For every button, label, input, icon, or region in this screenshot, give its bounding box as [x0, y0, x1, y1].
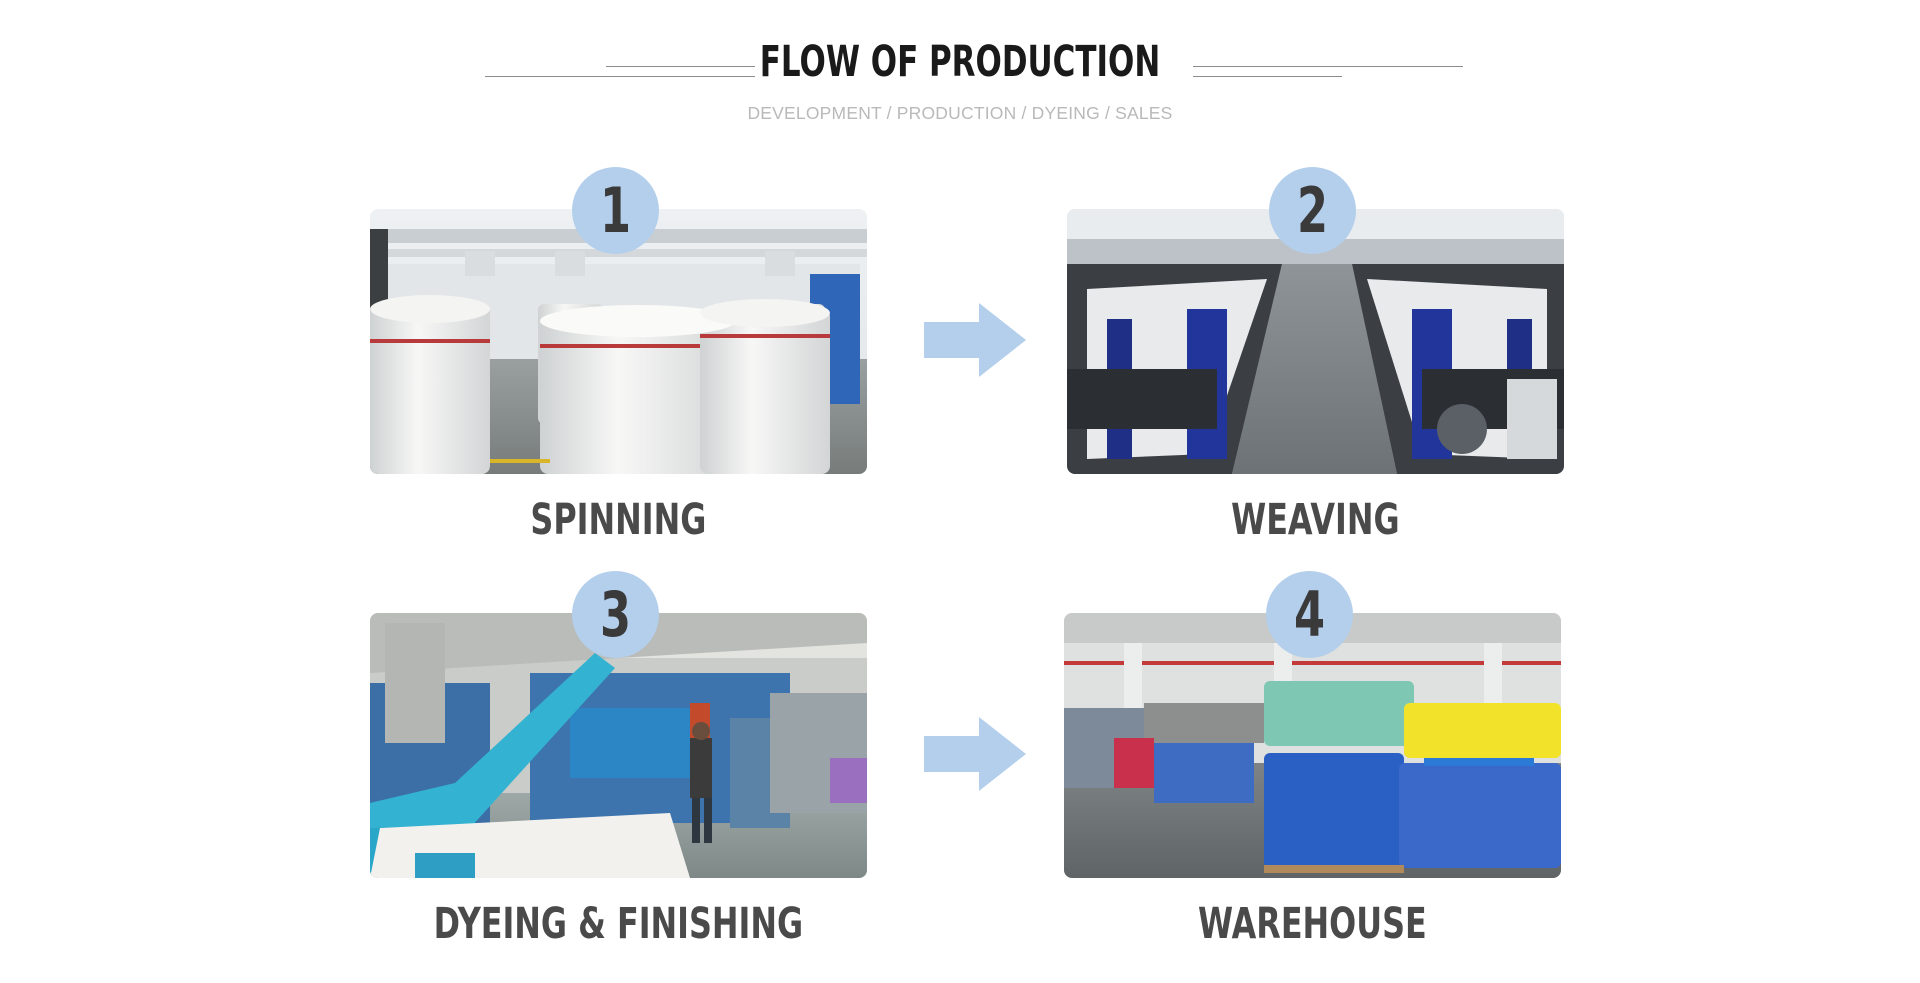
step-label-spinning: SPINNING: [530, 495, 707, 545]
step-label-weaving: WEAVING: [1231, 495, 1400, 545]
arrow-right-icon: [924, 303, 1026, 377]
step-number-badge-2: 2: [1269, 167, 1356, 254]
step-number-1: 1: [599, 173, 632, 247]
step-number-2: 2: [1296, 173, 1329, 247]
step-number-badge-3: 3: [572, 571, 659, 658]
step-label-warehouse: WAREHOUSE: [1198, 899, 1427, 949]
title-rule-right-long: [1193, 66, 1463, 67]
step-label-dyeing-finishing: DYEING & FINISHING: [433, 899, 804, 949]
step-number-badge-4: 4: [1266, 571, 1353, 658]
arrow-right-icon: [924, 717, 1026, 791]
title-rule-left-long: [485, 76, 755, 77]
spinning-photo: [370, 209, 867, 474]
weaving-photo: [1067, 209, 1564, 474]
title-rule-left-short: [606, 66, 755, 67]
step-number-3: 3: [599, 577, 632, 651]
page-subtitle: DEVELOPMENT / PRODUCTION / DYEING / SALE…: [747, 103, 1173, 123]
page-title: FLOW OF PRODUCTION: [759, 37, 1161, 87]
step-number-badge-1: 1: [572, 167, 659, 254]
title-rule-right-short: [1193, 76, 1342, 77]
step-number-4: 4: [1293, 577, 1326, 651]
